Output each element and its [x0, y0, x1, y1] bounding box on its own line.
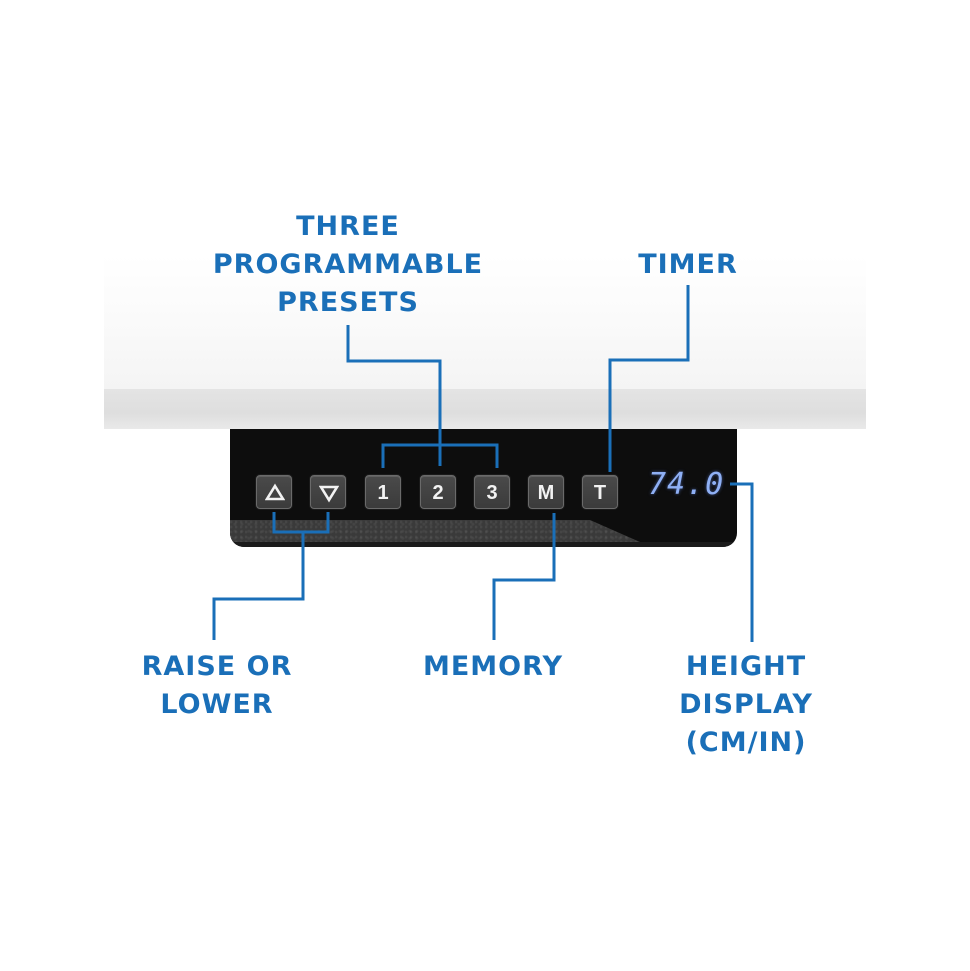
presets-leader	[346, 325, 442, 466]
raise-lower-label-line-1: RAISE OR	[141, 651, 293, 682]
timer-leader	[608, 285, 690, 472]
desk-surface	[104, 255, 866, 390]
timer-label: TIMER	[620, 246, 756, 284]
presets-label: THREE PROGRAMMABLE PRESETS	[200, 208, 496, 322]
presets-bracket	[381, 443, 499, 468]
preset-3-button[interactable]: 3	[474, 475, 510, 509]
height-display-label-line-3: (CM/IN)	[685, 727, 807, 758]
height-display-label: HEIGHT DISPLAY (CM/IN)	[660, 648, 832, 762]
timer-label-line-1: TIMER	[638, 249, 738, 280]
presets-label-line-3: PRESETS	[277, 287, 419, 318]
timer-button[interactable]: T	[582, 475, 618, 509]
memory-leader	[492, 513, 556, 640]
memory-label: MEMORY	[400, 648, 586, 686]
height-display-readout: 74.0	[648, 467, 725, 502]
presets-label-line-1: THREE	[296, 211, 400, 242]
preset-1-button[interactable]: 1	[365, 475, 401, 509]
memory-label-line-1: MEMORY	[423, 651, 563, 682]
panel-bottom-strip	[230, 542, 737, 547]
triangle-down-icon	[319, 485, 339, 503]
raise-lower-label: RAISE OR LOWER	[118, 648, 316, 724]
triangle-up-icon	[265, 483, 285, 501]
raise-lower-leader	[212, 532, 305, 640]
raise-button[interactable]	[256, 475, 292, 509]
lower-button[interactable]	[310, 475, 346, 509]
raise-lower-bracket	[272, 512, 330, 534]
height-display-leader	[730, 482, 754, 642]
preset-2-button[interactable]: 2	[420, 475, 456, 509]
memory-button[interactable]: M	[528, 475, 564, 509]
desk-edge	[104, 389, 866, 429]
height-display-label-line-1: HEIGHT	[685, 651, 807, 682]
presets-label-line-2: PROGRAMMABLE	[212, 249, 484, 280]
raise-lower-label-line-2: LOWER	[160, 689, 274, 720]
height-display-label-line-2: DISPLAY	[679, 689, 813, 720]
